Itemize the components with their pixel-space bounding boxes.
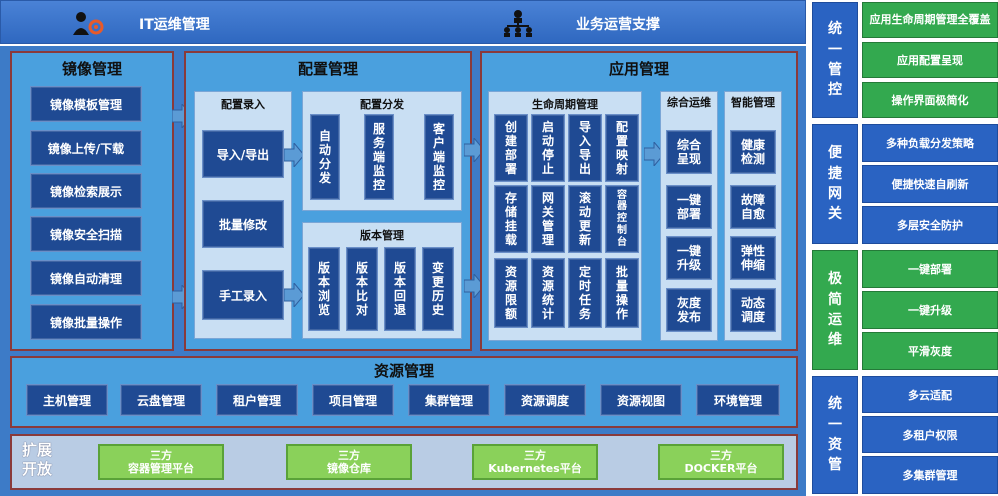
lifecycle-container-console[interactable]: 容器控制台 (605, 185, 639, 253)
ops-overview[interactable]: 综合呈现 (666, 130, 712, 174)
lifecycle-create-deploy[interactable]: 创建部署 (494, 114, 528, 182)
ext-kubernetes-platform[interactable]: 三方 Kubernetes平台 (472, 444, 598, 480)
smart-auto-scale[interactable]: 弹性伸缩 (730, 236, 776, 280)
side-category-label: 统一管控 (827, 21, 842, 99)
lifecycle-title: 生命周期管理 (532, 98, 598, 111)
side-category-label: 极简运维 (827, 271, 842, 349)
ext-label-line1: 三方 (338, 448, 360, 462)
ext-label-line2: Kubernetes平台 (488, 462, 582, 475)
auto-distribute-button[interactable]: 自动分发 (310, 114, 340, 200)
image-item-upload[interactable]: 镜像上传/下载 (30, 130, 142, 166)
side-category-simple-ops: 极简运维 (812, 250, 858, 370)
ext-image-registry[interactable]: 三方 镜像仓库 (286, 444, 412, 480)
resource-cluster-mgmt[interactable]: 集群管理 (408, 384, 490, 416)
server-monitor-button[interactable]: 服务端监控 (364, 114, 394, 200)
image-item-cleanup[interactable]: 镜像自动清理 (30, 260, 142, 296)
lifecycle-cron-task[interactable]: 定时任务 (568, 258, 602, 328)
lifecycle-rolling-update[interactable]: 滚动更新 (568, 185, 602, 253)
image-item-batch[interactable]: 镜像批量操作 (30, 304, 142, 340)
side-category-unified-control: 统一管控 (812, 2, 858, 118)
side-item-one-click-upgrade[interactable]: 一键升级 (862, 291, 998, 329)
org-chart-icon (501, 9, 535, 37)
config-import-export-button[interactable]: 导入/导出 (202, 130, 284, 178)
version-rollback-button[interactable]: 版本回退 (384, 247, 416, 331)
image-item-search[interactable]: 镜像检索展示 (30, 173, 142, 209)
config-mgmt-title: 配置管理 (297, 60, 358, 78)
resource-view[interactable]: 资源视图 (600, 384, 682, 416)
side-item-config-display[interactable]: 应用配置呈现 (862, 42, 998, 78)
arrow-right-icon (464, 138, 484, 162)
arrow-right-icon (644, 142, 664, 166)
extension-title: 扩展开放 (22, 441, 53, 478)
resource-env-mgmt[interactable]: 环境管理 (696, 384, 780, 416)
smart-title: 智能管理 (731, 96, 775, 109)
lifecycle-storage-mount[interactable]: 存储挂载 (494, 185, 528, 253)
it-ops-title: IT运维管理 (139, 17, 210, 33)
smart-health-check[interactable]: 健康检测 (730, 130, 776, 174)
side-item-multi-tenant[interactable]: 多租户权限 (862, 416, 998, 453)
biz-ops-title: 业务运营支撑 (576, 17, 660, 33)
side-item-lifecycle-coverage[interactable]: 应用生命周期管理全覆盖 (862, 2, 998, 38)
config-manual-entry-button[interactable]: 手工录入 (202, 270, 284, 320)
resource-project-mgmt[interactable]: 项目管理 (312, 384, 394, 416)
image-item-scan[interactable]: 镜像安全扫描 (30, 216, 142, 252)
resource-disk-mgmt[interactable]: 云盘管理 (120, 384, 202, 416)
smart-dynamic-schedule[interactable]: 动态调度 (730, 288, 776, 332)
ext-label-line2: DOCKER平台 (684, 462, 758, 475)
side-category-gateway: 便捷网关 (812, 124, 858, 244)
arrow-right-icon (284, 143, 304, 167)
resource-mgmt-title: 资源管理 (373, 362, 434, 380)
change-history-button[interactable]: 变更历史 (422, 247, 454, 331)
ext-docker-platform[interactable]: 三方 DOCKER平台 (658, 444, 784, 480)
resource-tenant-mgmt[interactable]: 租户管理 (216, 384, 298, 416)
version-compare-button[interactable]: 版本比对 (346, 247, 378, 331)
ext-label-line1: 三方 (524, 448, 546, 462)
lifecycle-gateway-mgmt[interactable]: 网关管理 (531, 185, 565, 253)
ops-one-click-upgrade[interactable]: 一键升级 (666, 236, 712, 280)
side-item-multi-cloud[interactable]: 多云适配 (862, 376, 998, 413)
lifecycle-start-stop[interactable]: 启动停止 (531, 114, 565, 182)
lifecycle-resource-quota[interactable]: 资源限额 (494, 258, 528, 328)
side-category-label: 统一资管 (827, 396, 842, 474)
version-mgmt-title: 版本管理 (360, 229, 404, 242)
side-item-load-strategy[interactable]: 多种负载分发策略 (862, 124, 998, 162)
lifecycle-import-export[interactable]: 导入导出 (568, 114, 602, 182)
arrow-right-icon (284, 283, 304, 307)
ext-label-line1: 三方 (710, 448, 732, 462)
side-item-simplified-ui[interactable]: 操作界面极简化 (862, 82, 998, 118)
side-item-security[interactable]: 多层安全防护 (862, 206, 998, 244)
version-browse-button[interactable]: 版本浏览 (308, 247, 340, 331)
ops-one-click-deploy[interactable]: 一键部署 (666, 185, 712, 229)
config-batch-edit-button[interactable]: 批量修改 (202, 200, 284, 248)
lifecycle-resource-stats[interactable]: 资源统计 (531, 258, 565, 328)
ext-label-line2: 镜像仓库 (327, 462, 371, 475)
side-item-auto-refresh[interactable]: 便捷快速自刷新 (862, 165, 998, 203)
side-category-label: 便捷网关 (827, 145, 842, 223)
image-item-template[interactable]: 镜像模板管理 (30, 86, 142, 122)
side-item-one-click-deploy[interactable]: 一键部署 (862, 250, 998, 288)
smart-self-heal[interactable]: 故障自愈 (730, 185, 776, 229)
config-entry-title: 配置录入 (221, 98, 265, 111)
ext-container-platform[interactable]: 三方 容器管理平台 (98, 444, 224, 480)
config-distribution-title: 配置分发 (360, 98, 404, 111)
top-header: IT运维管理 业务运营支撑 (0, 0, 806, 44)
app-mgmt-title: 应用管理 (608, 60, 669, 78)
image-mgmt-title: 镜像管理 (61, 60, 122, 78)
ext-label-line1: 三方 (150, 448, 172, 462)
resource-host-mgmt[interactable]: 主机管理 (26, 384, 108, 416)
side-item-multi-cluster[interactable]: 多集群管理 (862, 456, 998, 494)
ops-canary-release[interactable]: 灰度发布 (666, 288, 712, 332)
ops-title: 综合运维 (667, 96, 711, 109)
resource-schedule[interactable]: 资源调度 (504, 384, 586, 416)
ext-label-line2: 容器管理平台 (128, 462, 194, 475)
side-category-unified-resource: 统一资管 (812, 376, 858, 494)
arrow-right-icon (464, 274, 484, 298)
it-ops-icon (71, 10, 105, 36)
lifecycle-config-map[interactable]: 配置映射 (605, 114, 639, 182)
lifecycle-batch-op[interactable]: 批量操作 (605, 258, 639, 328)
side-item-smooth-canary[interactable]: 平滑灰度 (862, 332, 998, 370)
client-monitor-button[interactable]: 客户端监控 (424, 114, 454, 200)
